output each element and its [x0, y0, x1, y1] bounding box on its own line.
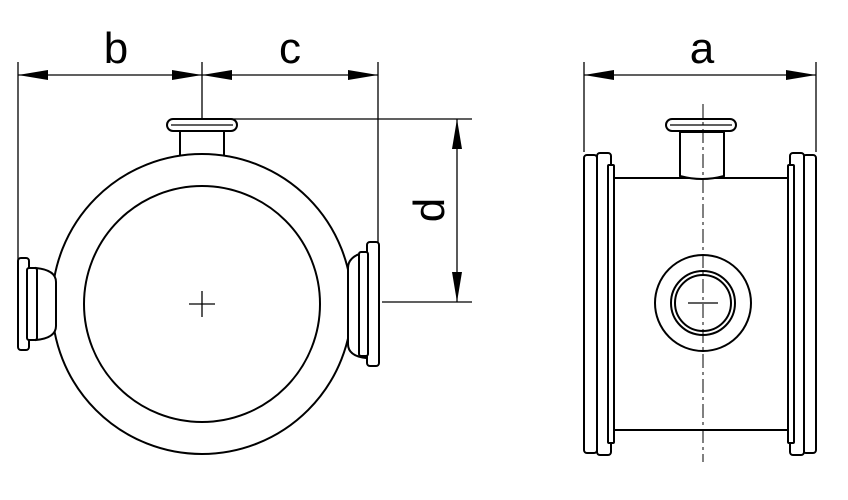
- left-port-tube: [35, 266, 57, 342]
- dimension-label-d: d: [405, 198, 454, 222]
- dimension-label-b: b: [104, 24, 128, 73]
- body-inner-circle: [83, 185, 321, 423]
- side-top-port-tube: [679, 131, 725, 180]
- dimension-label-c: c: [279, 24, 301, 73]
- front-view: b c d: [17, 24, 472, 455]
- side-view: a: [583, 24, 817, 462]
- dimension-label-a: a: [690, 24, 715, 73]
- side-left-flange: [583, 154, 598, 454]
